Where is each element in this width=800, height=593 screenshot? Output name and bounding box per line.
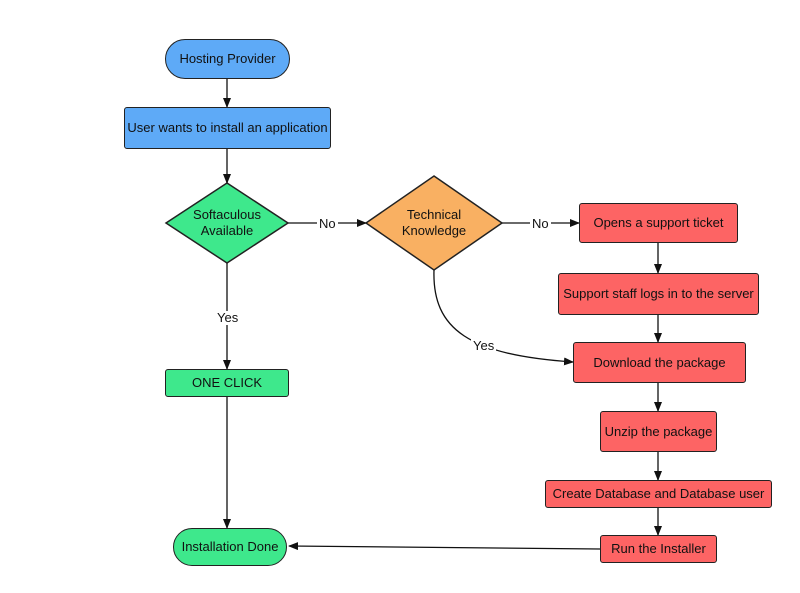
support-ticket-node: Opens a support ticket: [579, 203, 738, 243]
user-install-label: User wants to install an application: [127, 120, 328, 135]
support-ticket-label: Opens a support ticket: [593, 215, 724, 230]
unzip-node: Unzip the package: [600, 411, 717, 452]
one-click-label: ONE CLICK: [191, 375, 263, 390]
softaculous-decision-node: Softaculous Available: [180, 203, 274, 243]
softaculous-label-line1: Softaculous: [193, 207, 261, 222]
run-installer-label: Run the Installer: [611, 541, 706, 556]
download-label: Download the package: [593, 354, 726, 370]
create-db-label: Create Database and Database user: [552, 486, 765, 501]
edge-installer-to-done: [288, 542, 601, 551]
edge-label-technical-no: No: [530, 216, 551, 231]
technical-label-line1: Technical: [406, 207, 462, 222]
staff-logs-node: Support staff logs in to the server: [558, 273, 759, 315]
download-node: Download the package: [573, 342, 746, 383]
hosting-provider-label: Hosting Provider: [179, 51, 276, 66]
edge-technical-to-download: [433, 269, 574, 366]
one-click-node: ONE CLICK: [165, 369, 289, 397]
softaculous-label-line2: Available: [200, 223, 254, 238]
edge-label-technical-yes: Yes: [471, 338, 497, 353]
staff-logs-label: Support staff logs in to the server: [563, 286, 754, 301]
hosting-provider-node: Hosting Provider: [165, 39, 290, 79]
create-db-node: Create Database and Database user: [545, 480, 772, 508]
installation-done-node: Installation Done: [173, 528, 287, 566]
edge-label-softaculous-no: No: [317, 216, 338, 231]
unzip-label: Unzip the package: [604, 423, 713, 439]
installation-done-label: Installation Done: [181, 539, 279, 554]
run-installer-node: Run the Installer: [600, 535, 717, 563]
user-install-node: User wants to install an application: [124, 107, 331, 149]
edge-label-softaculous-yes: Yes: [215, 310, 241, 325]
technical-label-line2: Knowledge: [401, 223, 467, 238]
technical-decision-node: Technical Knowledge: [384, 203, 484, 243]
